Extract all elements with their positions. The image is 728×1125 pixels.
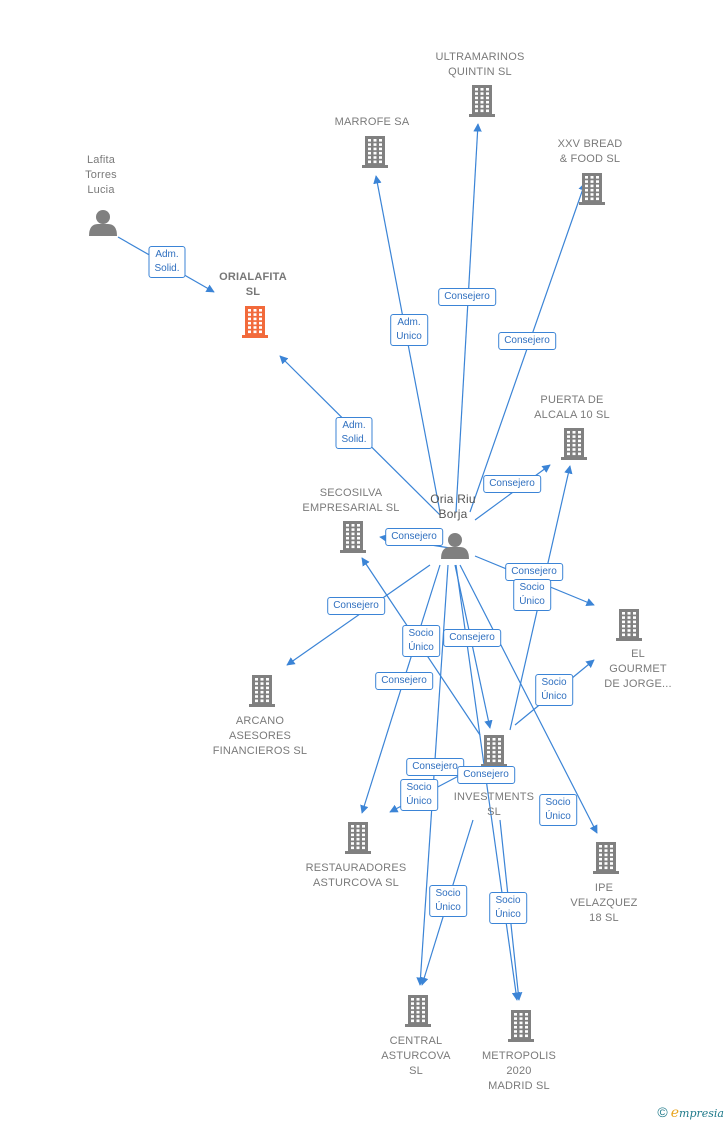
copyright-symbol: © [657, 1104, 668, 1120]
node-label-metropolis[interactable]: METROPOLIS 2020 MADRID SL [481, 1050, 557, 1092]
node-label-marrofe[interactable]: MARROFE SA [334, 116, 410, 128]
node-label-lafita[interactable]: Lafita Torres Lucia [85, 154, 117, 196]
node-label-xxv[interactable]: XXV BREAD & FOOD SL [557, 138, 623, 165]
edge-label-oria-to-metropolis[interactable]: Consejero [457, 766, 515, 784]
node-label-restauradores[interactable]: RESTAURADORES ASTURCOVA SL [305, 862, 407, 889]
edge-label-oria-to-xxv[interactable]: Consejero [498, 332, 556, 350]
edge-label-oria-to-secosilva[interactable]: Consejero [385, 528, 443, 546]
node-label-secosilva[interactable]: SECOSILVA EMPRESARIAL SL [302, 487, 400, 514]
edge-label-oria-to-restauradores[interactable]: Consejero [375, 672, 433, 690]
edge-oria-to-arcano [286, 564, 431, 666]
edge-label-oria-to-ipe[interactable]: Socio Único [539, 794, 577, 826]
edge-label-oria-to-puerta[interactable]: Consejero [483, 475, 541, 493]
edge-label-investments-to-gourmet[interactable]: Socio Único [535, 674, 573, 706]
edge-label-investments-to-central[interactable]: Socio Único [429, 885, 467, 917]
node-label-gourmet[interactable]: EL GOURMET DE JORGE... [604, 648, 672, 690]
building-icon[interactable] [616, 609, 642, 641]
building-icon[interactable] [249, 675, 275, 707]
building-icon[interactable] [362, 136, 388, 168]
brand-logo-e: e [670, 1105, 680, 1121]
footer-brand[interactable]: ©empresia [657, 1104, 724, 1121]
edge-label-oria-to-investments[interactable]: Consejero [443, 629, 501, 647]
node-label-ipe[interactable]: IPE VELAZQUEZ 18 SL [570, 882, 638, 924]
building-icon[interactable] [469, 85, 495, 117]
person-icon[interactable] [441, 533, 469, 559]
edge-oria-to-ultramarinos [455, 123, 482, 513]
node-label-central[interactable]: CENTRAL ASTURCOVA SL [381, 1035, 451, 1077]
building-icon[interactable] [593, 842, 619, 874]
node-label-ultramarinos[interactable]: ULTRAMARINOS QUINTIN SL [435, 51, 525, 78]
node-label-arcano[interactable]: ARCANO ASESORES FINANCIEROS SL [212, 715, 308, 757]
edge-label-oria-to-arcano[interactable]: Consejero [327, 597, 385, 615]
building-icon[interactable] [508, 1010, 534, 1042]
edge-label-oria-to-central[interactable]: Consejero [406, 758, 464, 776]
edge-label-lafita-to-orialafita[interactable]: Adm. Solid. [148, 246, 186, 278]
edge-label-oria-to-orialafita[interactable]: Adm. Solid. [335, 417, 373, 449]
building-icon[interactable] [242, 306, 268, 338]
node-label-orialafita[interactable]: ORIALAFITA SL [219, 271, 287, 298]
person-icon[interactable] [89, 210, 117, 236]
edge-label-oria-to-ultramarinos[interactable]: Consejero [438, 288, 496, 306]
building-icon[interactable] [345, 822, 371, 854]
edge-label-investments-to-metropolis[interactable]: Socio Único [489, 892, 527, 924]
edge-label-investments-to-secosilva[interactable]: Socio Único [402, 625, 440, 657]
edge-label-oria-to-marrofe[interactable]: Adm. Unico [390, 314, 428, 346]
edge-label-investments-to-restauradores[interactable]: Socio Único [400, 779, 438, 811]
brand-logo-text: mpresia [679, 1107, 724, 1120]
building-icon[interactable] [481, 735, 507, 767]
building-icon[interactable] [561, 428, 587, 460]
node-label-puerta[interactable]: PUERTA DE ALCALA 10 SL [534, 394, 610, 421]
edge-oria-to-ipe [459, 564, 598, 834]
building-icon[interactable] [405, 995, 431, 1027]
building-icon[interactable] [340, 521, 366, 553]
building-icon[interactable] [579, 173, 605, 205]
node-label-oria[interactable]: Oria Riu Borja [430, 492, 476, 521]
node-label-investments[interactable]: INVESTMENTS SL [453, 791, 535, 818]
edge-label-investments-to-puerta[interactable]: Socio Único [513, 579, 551, 611]
